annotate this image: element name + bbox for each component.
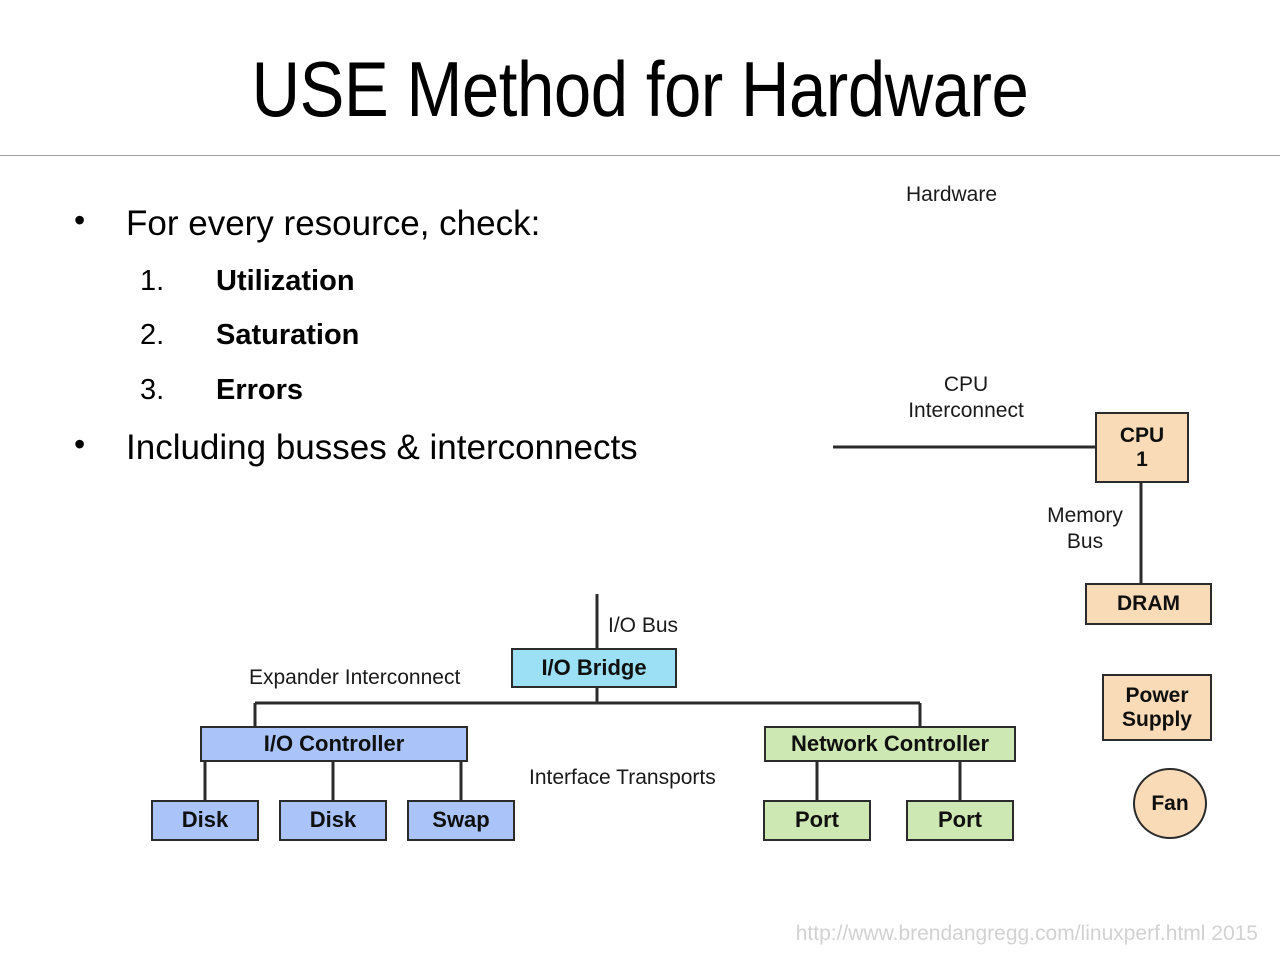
footer-url: http://www.brendangregg.com/linuxperf.ht… bbox=[795, 922, 1258, 945]
node-power-supply-label-line1: Power bbox=[1125, 683, 1189, 707]
node-network-controller-label: Network Controller bbox=[790, 730, 990, 756]
bullet-text: Including busses & interconnects bbox=[126, 428, 638, 468]
node-cpu-1[interactable]: CPU 1 bbox=[1095, 412, 1189, 483]
node-swap[interactable]: Swap bbox=[407, 800, 515, 841]
node-io-controller[interactable]: I/O Controller bbox=[200, 726, 468, 762]
numbered-item-utilization: 1. Utilization bbox=[68, 254, 828, 309]
label-io-bus: I/O Bus bbox=[608, 614, 679, 637]
label-cpu-interconnect-line2: Interconnect bbox=[908, 399, 1024, 422]
label-memory-bus-line2: Bus bbox=[1066, 530, 1104, 553]
node-fan-label: Fan bbox=[1151, 791, 1189, 815]
node-port-1[interactable]: Port bbox=[763, 800, 871, 841]
node-io-bridge-label: I/O Bridge bbox=[541, 654, 647, 680]
diagram-title: Hardware bbox=[906, 183, 998, 206]
node-port-2-label: Port bbox=[938, 807, 982, 833]
node-disk-1[interactable]: Disk bbox=[151, 800, 259, 841]
numbered-item-label: Saturation bbox=[216, 319, 360, 352]
node-swap-label: Swap bbox=[432, 807, 490, 833]
numbered-item-number: 1. bbox=[140, 264, 165, 297]
bullet-dot-icon: • bbox=[74, 202, 86, 238]
node-port-1-label: Port bbox=[795, 807, 839, 833]
node-power-supply[interactable]: Power Supply bbox=[1102, 674, 1212, 741]
node-io-controller-label: I/O Controller bbox=[263, 730, 405, 756]
page-title: USE Method for Hardware bbox=[251, 45, 1029, 133]
node-io-bridge[interactable]: I/O Bridge bbox=[511, 648, 677, 688]
node-disk-2[interactable]: Disk bbox=[279, 800, 387, 841]
bullet-item-for-every-resource: • For every resource, check: bbox=[68, 202, 828, 246]
numbered-item-errors: 3. Errors bbox=[68, 363, 828, 418]
numbered-item-number: 3. bbox=[140, 373, 165, 406]
node-network-controller[interactable]: Network Controller bbox=[764, 726, 1016, 762]
numbered-item-label: Errors bbox=[216, 373, 304, 406]
bullet-dot-icon: • bbox=[74, 426, 86, 463]
label-memory-bus-line1: Memory bbox=[1047, 504, 1123, 527]
node-cpu-1-label-line1: CPU bbox=[1119, 423, 1165, 447]
node-fan[interactable]: Fan bbox=[1133, 768, 1207, 839]
node-dram[interactable]: DRAM bbox=[1085, 583, 1212, 625]
title-divider bbox=[0, 155, 1280, 156]
bullet-list: • For every resource, check: 1. Utilizat… bbox=[68, 202, 828, 472]
node-port-2[interactable]: Port bbox=[906, 800, 1014, 841]
numbered-item-label: Utilization bbox=[216, 264, 355, 297]
numbered-item-saturation: 2. Saturation bbox=[68, 308, 828, 363]
node-disk-1-label: Disk bbox=[181, 807, 229, 833]
node-dram-label: DRAM bbox=[1117, 592, 1180, 616]
label-interface-transports: Interface Transports bbox=[529, 766, 716, 789]
node-cpu-1-label-line2: 1 bbox=[1136, 447, 1148, 471]
numbered-list: 1. Utilization 2. Saturation 3. Errors bbox=[68, 254, 828, 418]
label-expander-interconnect: Expander Interconnect bbox=[249, 666, 461, 689]
numbered-item-number: 2. bbox=[140, 319, 165, 352]
node-disk-2-label: Disk bbox=[309, 807, 357, 833]
bullet-item-including-busses: • Including busses & interconnects bbox=[68, 426, 828, 470]
label-cpu-interconnect-line1: CPU bbox=[943, 373, 989, 396]
node-power-supply-label-line2: Supply bbox=[1121, 707, 1192, 731]
bullet-text: For every resource, check: bbox=[126, 204, 541, 243]
